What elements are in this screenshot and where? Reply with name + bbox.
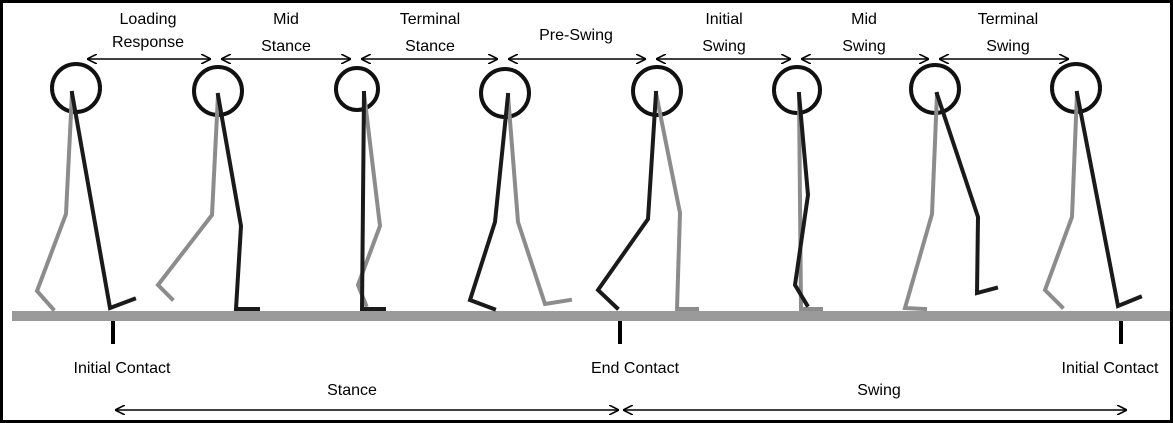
figure-terminal-stance	[467, 67, 573, 312]
phase-label-3-line1: Terminal	[400, 11, 460, 28]
phase-label-7-line1: Terminal	[978, 11, 1038, 28]
far-leg	[34, 90, 75, 312]
period-label-swing: Swing	[857, 382, 901, 399]
phase-label-2-line1: Mid	[273, 11, 299, 28]
phase-label-5-line1: Initial	[705, 11, 742, 28]
near-leg	[359, 90, 386, 311]
far-leg	[902, 91, 940, 312]
figure-pre-swing	[595, 65, 699, 311]
event-label-initial-contact: Initial Contact	[74, 360, 171, 377]
event-label-initial-contact-end: Initial Contact	[1062, 360, 1159, 377]
event-label-end-contact: End Contact	[591, 360, 680, 377]
phase-label-5-line2: Swing	[702, 38, 746, 55]
figure-loading-response	[155, 65, 260, 311]
far-leg	[1042, 90, 1080, 310]
near-leg	[1074, 90, 1143, 309]
figure-head	[334, 66, 380, 112]
phase-label-7-line2: Swing	[986, 38, 1030, 55]
far-leg	[505, 92, 573, 307]
phase-label-4-line1: Pre-Swing	[539, 27, 613, 44]
phase-label-3-line2: Stance	[405, 38, 455, 55]
figure-mid-stance	[334, 66, 386, 311]
near-leg	[467, 92, 511, 312]
far-leg	[796, 91, 823, 311]
figure-head	[631, 65, 683, 117]
phase-label-6-line2: Swing	[842, 38, 886, 55]
phase-label-1-line2: Response	[112, 34, 184, 51]
figure-terminal-swing	[1042, 62, 1143, 310]
phase-labels: Loading Response Mid Stance Terminal Sta…	[112, 11, 1038, 55]
walking-figures	[34, 62, 1143, 312]
event-labels: Initial Contact End Contact Initial Cont…	[74, 360, 1159, 377]
period-label-stance: Stance	[327, 382, 377, 399]
near-leg	[934, 91, 999, 296]
near-leg	[69, 90, 137, 311]
near-leg	[595, 90, 659, 311]
near-leg	[215, 92, 260, 311]
ground-line	[12, 311, 1170, 321]
figure-initial-swing	[772, 65, 823, 311]
figure-mid-swing	[902, 63, 999, 312]
near-leg	[792, 91, 811, 308]
figure-head	[772, 65, 822, 115]
figure-initial-contact	[34, 62, 137, 312]
far-leg	[155, 92, 221, 302]
phase-label-6-line1: Mid	[851, 11, 877, 28]
far-leg	[653, 90, 699, 311]
phase-label-2-line2: Stance	[261, 38, 311, 55]
phase-label-1-line1: Loading	[120, 11, 177, 28]
